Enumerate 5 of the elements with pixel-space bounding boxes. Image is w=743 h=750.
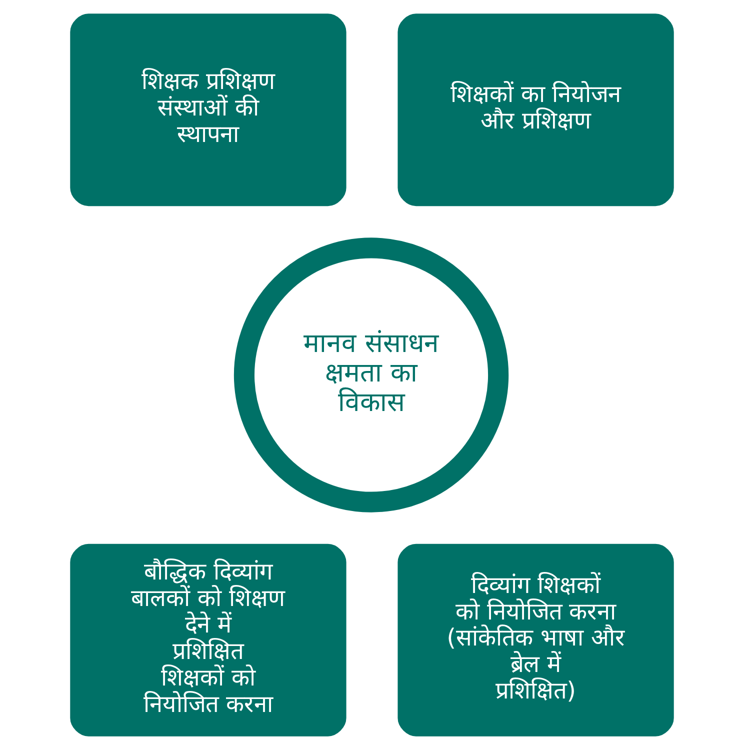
node-box: दिव्यांग शिक्षकों को नियोजित करना (सांकेतिक भाषा और ब्रेल में प्रशिक्षित) — [397, 544, 674, 736]
node-box: शिक्षकों का नियोजन और प्रशिक्षण — [397, 14, 674, 206]
node-circle: मानव संसाधन क्षमता का विकास — [233, 238, 508, 512]
node-box: शिक्षक प्रशिक्षण संस्थाओं की स्थापना — [70, 14, 346, 206]
node-box: बौद्धिक दिव्यांग बालकों को शिक्षण देने में प्रशिक्षित शिक्षकों को नियोजित करना — [70, 544, 346, 736]
